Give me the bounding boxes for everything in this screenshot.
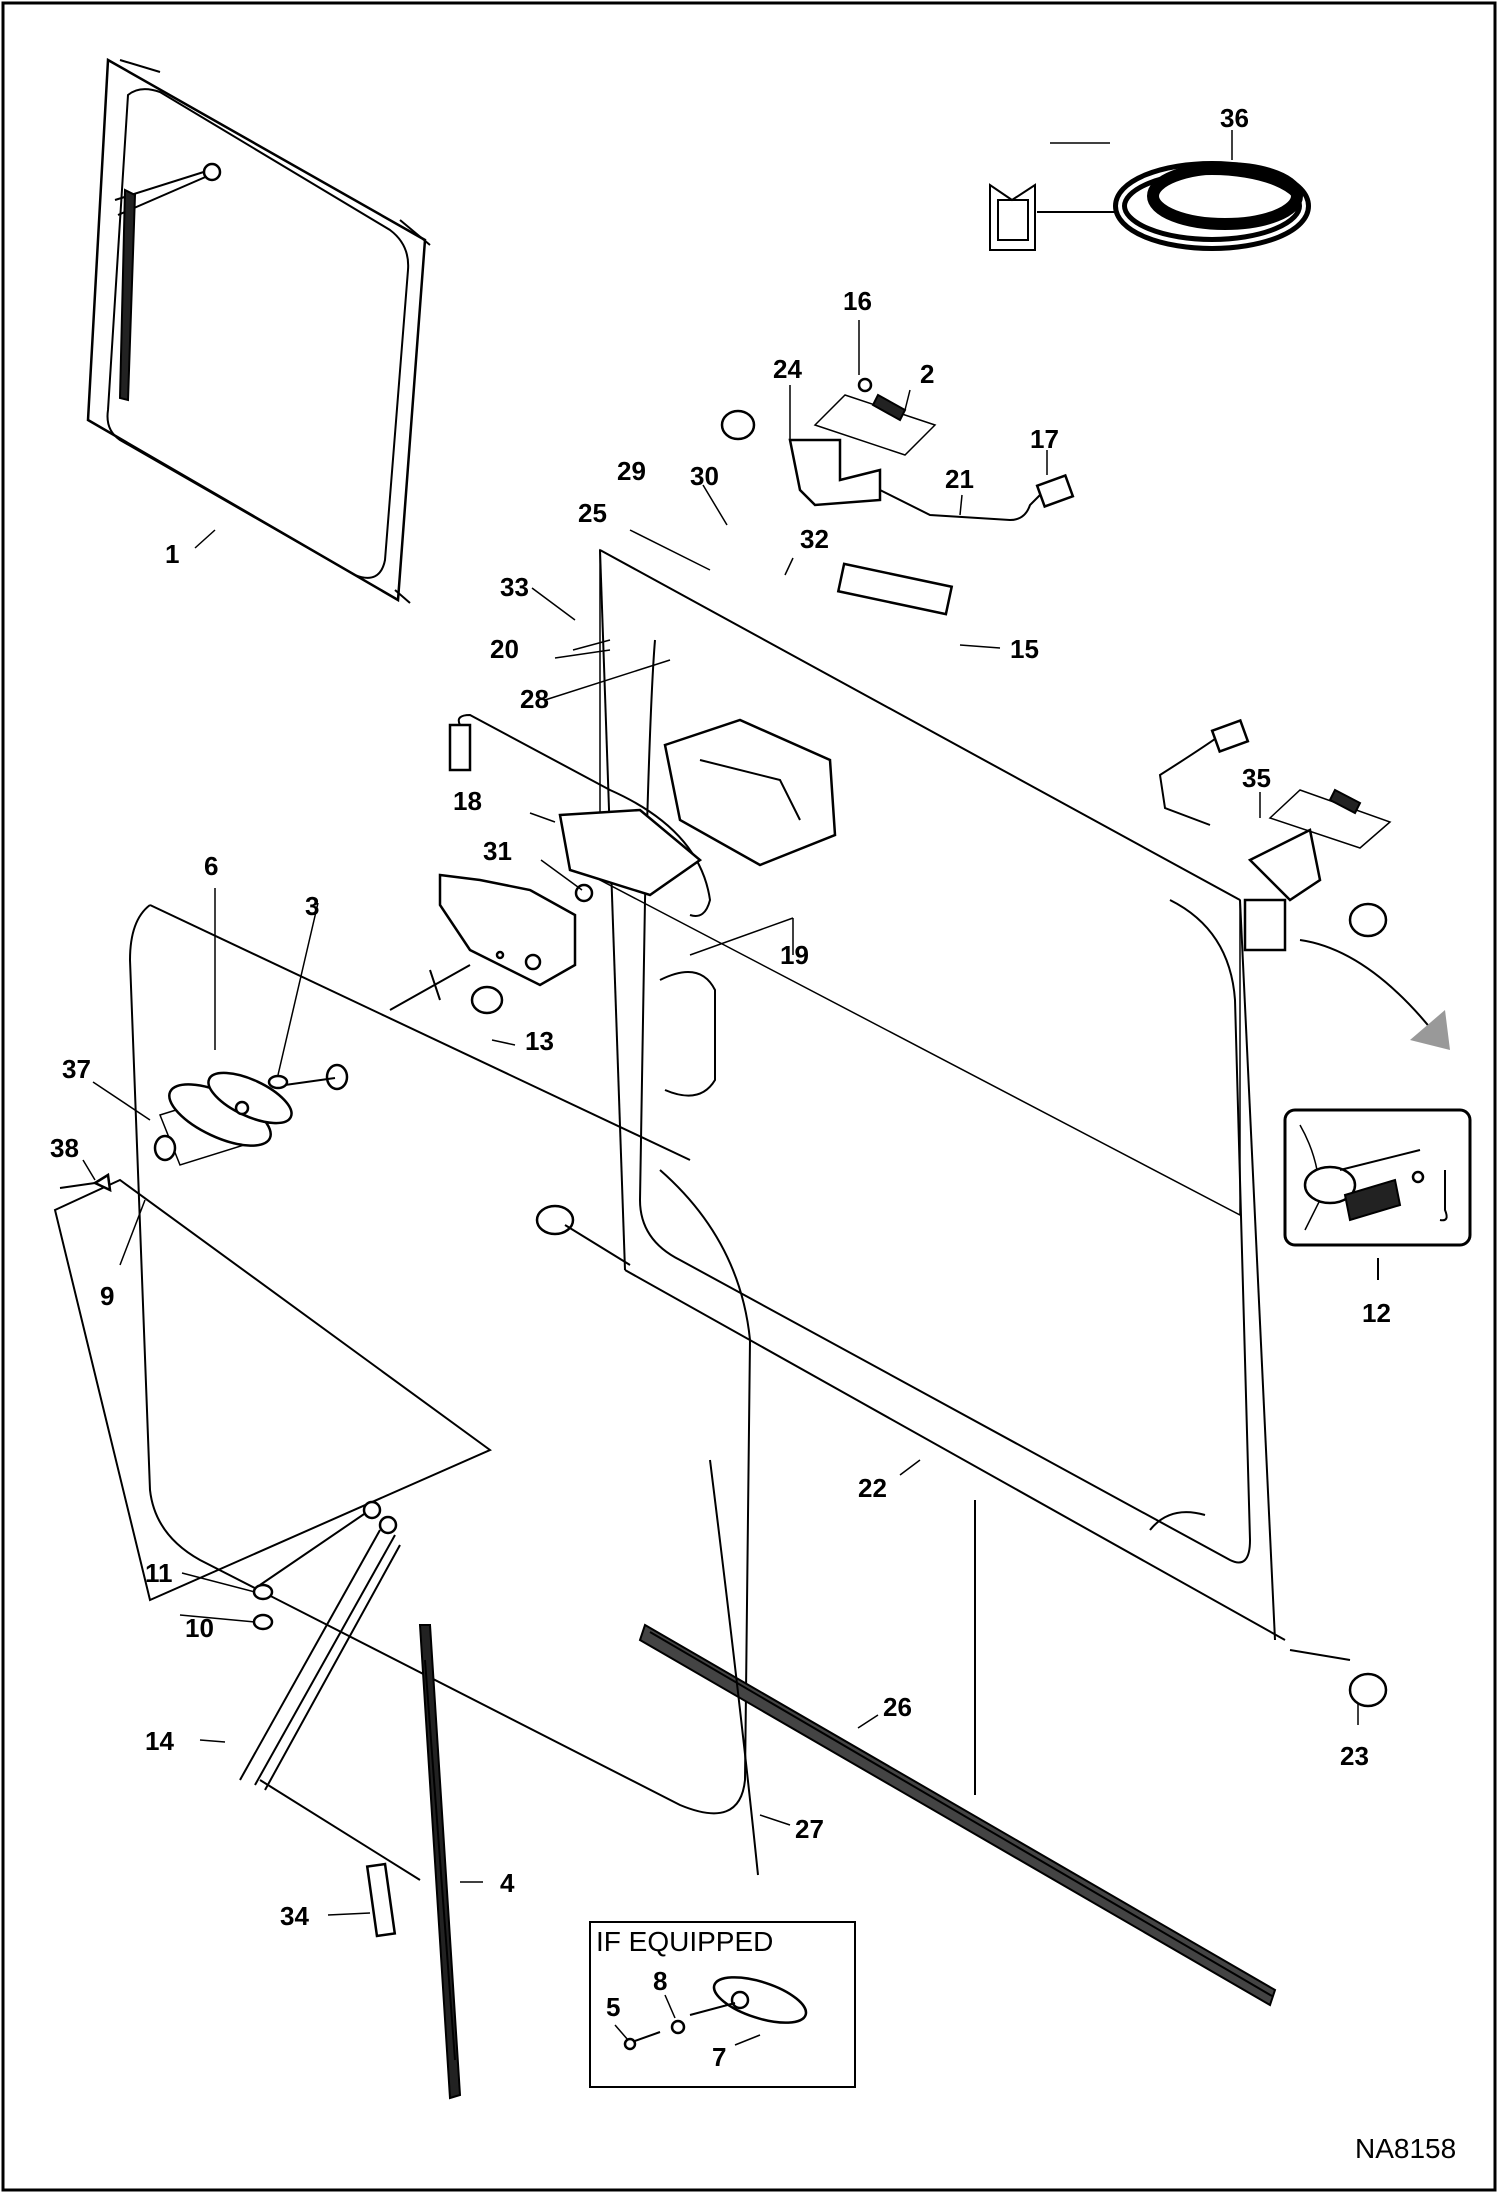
callout-7: 7 bbox=[712, 2042, 726, 2072]
callout-13: 13 bbox=[525, 1026, 554, 1056]
callout-3: 3 bbox=[305, 891, 319, 921]
callout-8: 8 bbox=[653, 1966, 667, 1996]
callout-23: 23 bbox=[1340, 1741, 1369, 1771]
latch-hardware-illustration bbox=[720, 377, 1075, 616]
callout-33: 33 bbox=[500, 572, 529, 602]
callout-14: 14 bbox=[145, 1726, 174, 1756]
callout-25: 25 bbox=[578, 498, 607, 528]
callout-30: 30 bbox=[690, 461, 719, 491]
part-12-detail-inset bbox=[1283, 939, 1472, 1280]
right-latch-illustration bbox=[1158, 718, 1392, 902]
inset-note: IF EQUIPPED bbox=[596, 1926, 773, 1957]
callout-10: 10 bbox=[185, 1613, 214, 1643]
callout-11: 11 bbox=[145, 1558, 173, 1588]
callout-15: 15 bbox=[1010, 634, 1039, 664]
callout-2: 2 bbox=[920, 359, 934, 389]
callout-17: 17 bbox=[1030, 424, 1059, 454]
lower-door-panel-illustration bbox=[53, 904, 752, 1815]
wiper-arm-blade-illustration bbox=[239, 1500, 462, 2100]
callout-6: 6 bbox=[204, 851, 218, 881]
callout-35: 35 bbox=[1242, 763, 1271, 793]
callout-18: 18 bbox=[453, 786, 482, 816]
callout-38: 38 bbox=[50, 1133, 79, 1163]
callout-4: 4 bbox=[500, 1868, 515, 1898]
seal-strips-illustration bbox=[638, 1459, 1277, 2007]
door-assembly-illustration bbox=[86, 57, 431, 604]
callout-5: 5 bbox=[606, 1992, 620, 2022]
door-frame-illustration bbox=[599, 548, 1388, 1708]
callout-26: 26 bbox=[883, 1692, 912, 1722]
callout-9: 9 bbox=[100, 1281, 114, 1311]
leader-lines bbox=[82, 130, 1359, 2046]
callout-1: 1 bbox=[165, 539, 179, 569]
callout-28: 28 bbox=[520, 684, 549, 714]
diagram-code: NA8158 bbox=[1355, 2133, 1456, 2164]
callout-31: 31 bbox=[483, 836, 512, 866]
callout-36: 36 bbox=[1220, 103, 1249, 133]
callout-32: 32 bbox=[800, 524, 829, 554]
callout-19: 19 bbox=[780, 940, 809, 970]
callout-21: 21 bbox=[945, 464, 974, 494]
if-equipped-inset: IF EQUIPPED bbox=[589, 1921, 856, 2088]
callout-24: 24 bbox=[773, 354, 802, 384]
callout-20: 20 bbox=[490, 634, 519, 664]
wiper-motor-illustration bbox=[429, 713, 837, 1015]
callout-16: 16 bbox=[843, 286, 872, 316]
callout-12: 12 bbox=[1362, 1298, 1391, 1328]
callout-labels: 1 2 3 4 5 6 7 8 9 10 11 12 13 14 15 16 1… bbox=[50, 103, 1391, 2072]
callout-27: 27 bbox=[795, 1814, 824, 1844]
callout-37: 37 bbox=[62, 1054, 91, 1084]
callout-22: 22 bbox=[858, 1473, 887, 1503]
callout-34: 34 bbox=[280, 1901, 309, 1931]
callout-29: 29 bbox=[617, 456, 646, 486]
seal-strip-illustration bbox=[989, 161, 1311, 251]
